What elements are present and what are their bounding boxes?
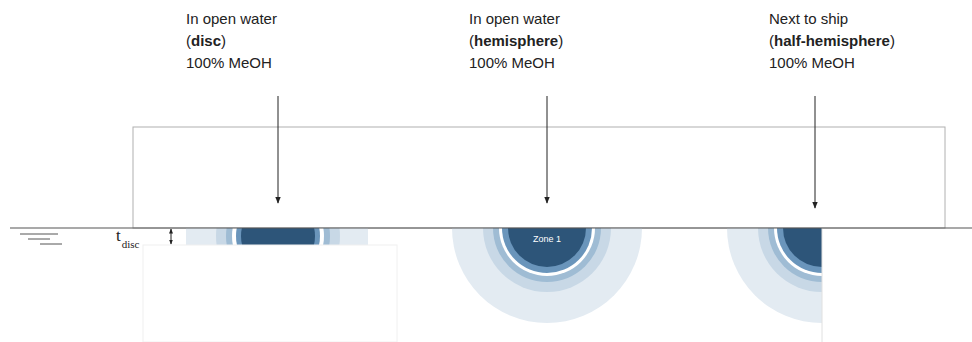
disc-plume — [186, 228, 368, 245]
half-hemisphere-plume — [727, 228, 822, 323]
callout-label: In open water(hemisphere)100% MeOH — [469, 8, 563, 74]
water-line — [10, 227, 972, 228]
leader-arrow — [815, 96, 816, 208]
hemisphere-plume — [452, 228, 642, 323]
callout-label: Next to ship(half-hemisphere)100% MeOH — [769, 8, 895, 74]
zone-core: Zone 1 — [530, 232, 565, 246]
dimension-symbol: t — [116, 227, 121, 245]
zone-label: Zone 1 — [533, 234, 561, 244]
ship-hull-side — [822, 228, 823, 342]
leader-arrow — [547, 96, 548, 203]
water-symbol — [20, 234, 62, 244]
leader-arrow — [278, 96, 279, 203]
dimension-subscript: disc — [122, 238, 140, 250]
thickness-dimension — [171, 229, 172, 244]
callout-label: In open water(disc)100% MeOH — [186, 8, 277, 74]
ship-outline — [133, 127, 945, 228]
disc-mask — [143, 245, 397, 342]
